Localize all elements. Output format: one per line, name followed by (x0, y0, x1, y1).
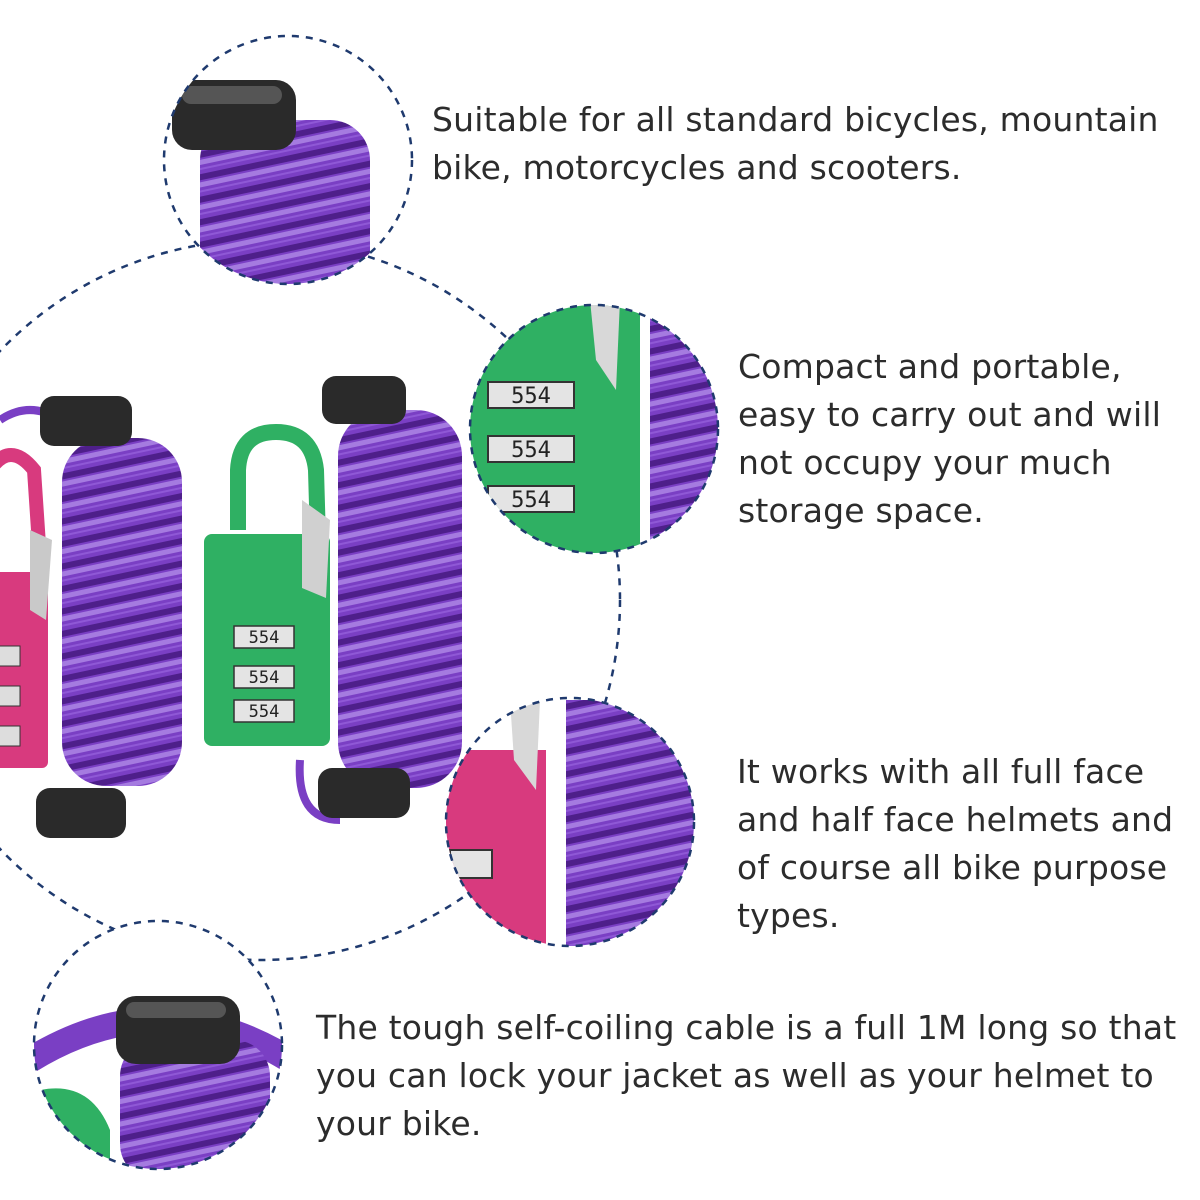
feature-line: of course all bike purpose (737, 848, 1168, 887)
left-top-end-cap (40, 396, 132, 446)
feature-line: not occupy your much (738, 443, 1112, 482)
feature-text-compatibility: Suitable for all standard bicycles, moun… (432, 96, 1159, 192)
feature-text-cable-length: The tough self-coiling cable is a full 1… (316, 1004, 1176, 1148)
detail-circle-green-dial: 554 554 554 (468, 303, 720, 555)
dial-digits: 554 (249, 668, 280, 688)
feature-line: easy to carry out and will (738, 395, 1162, 434)
feature-line: and half face helmets and (737, 800, 1174, 839)
feature-line: bike, motorcycles and scooters. (432, 148, 962, 187)
dial-digits: 554 (511, 438, 551, 463)
right-coiled-cable (295, 376, 462, 824)
feature-line: your bike. (316, 1104, 482, 1143)
feature-line: Suitable for all standard bicycles, moun… (432, 100, 1159, 139)
feature-text-helmets: It works with all full face and half fac… (737, 748, 1173, 940)
dial-digits: 554 (249, 628, 280, 648)
green-lock-dials: 554 554 554 (233, 625, 295, 723)
left-bottom-end-cap (36, 788, 126, 838)
detail-circle-end-cap (162, 34, 414, 286)
feature-line: you can lock your jacket as well as your… (316, 1056, 1154, 1095)
pink-combination-padlock (0, 448, 52, 768)
feature-line: Compact and portable, (738, 347, 1122, 386)
dial-digits: 554 (511, 384, 551, 409)
right-top-end-cap (322, 376, 406, 424)
left-coiled-cable (0, 396, 182, 838)
feature-line: types. (737, 896, 840, 935)
feature-line: It works with all full face (737, 752, 1145, 791)
dial-digits: 554 (249, 702, 280, 722)
feature-line: storage space. (738, 491, 984, 530)
right-bottom-end-cap (318, 768, 410, 818)
feature-line: The tough self-coiling cable is a full 1… (316, 1008, 1177, 1047)
detail-circle-cable-end (32, 919, 284, 1171)
dial-digits: 554 (511, 488, 551, 513)
detail-circle-pink-lock (444, 696, 696, 948)
feature-text-portability: Compact and portable, easy to carry out … (738, 343, 1161, 535)
main-lock-display: 554 554 554 (0, 238, 622, 962)
green-combination-padlock: 554 554 554 (204, 423, 330, 746)
